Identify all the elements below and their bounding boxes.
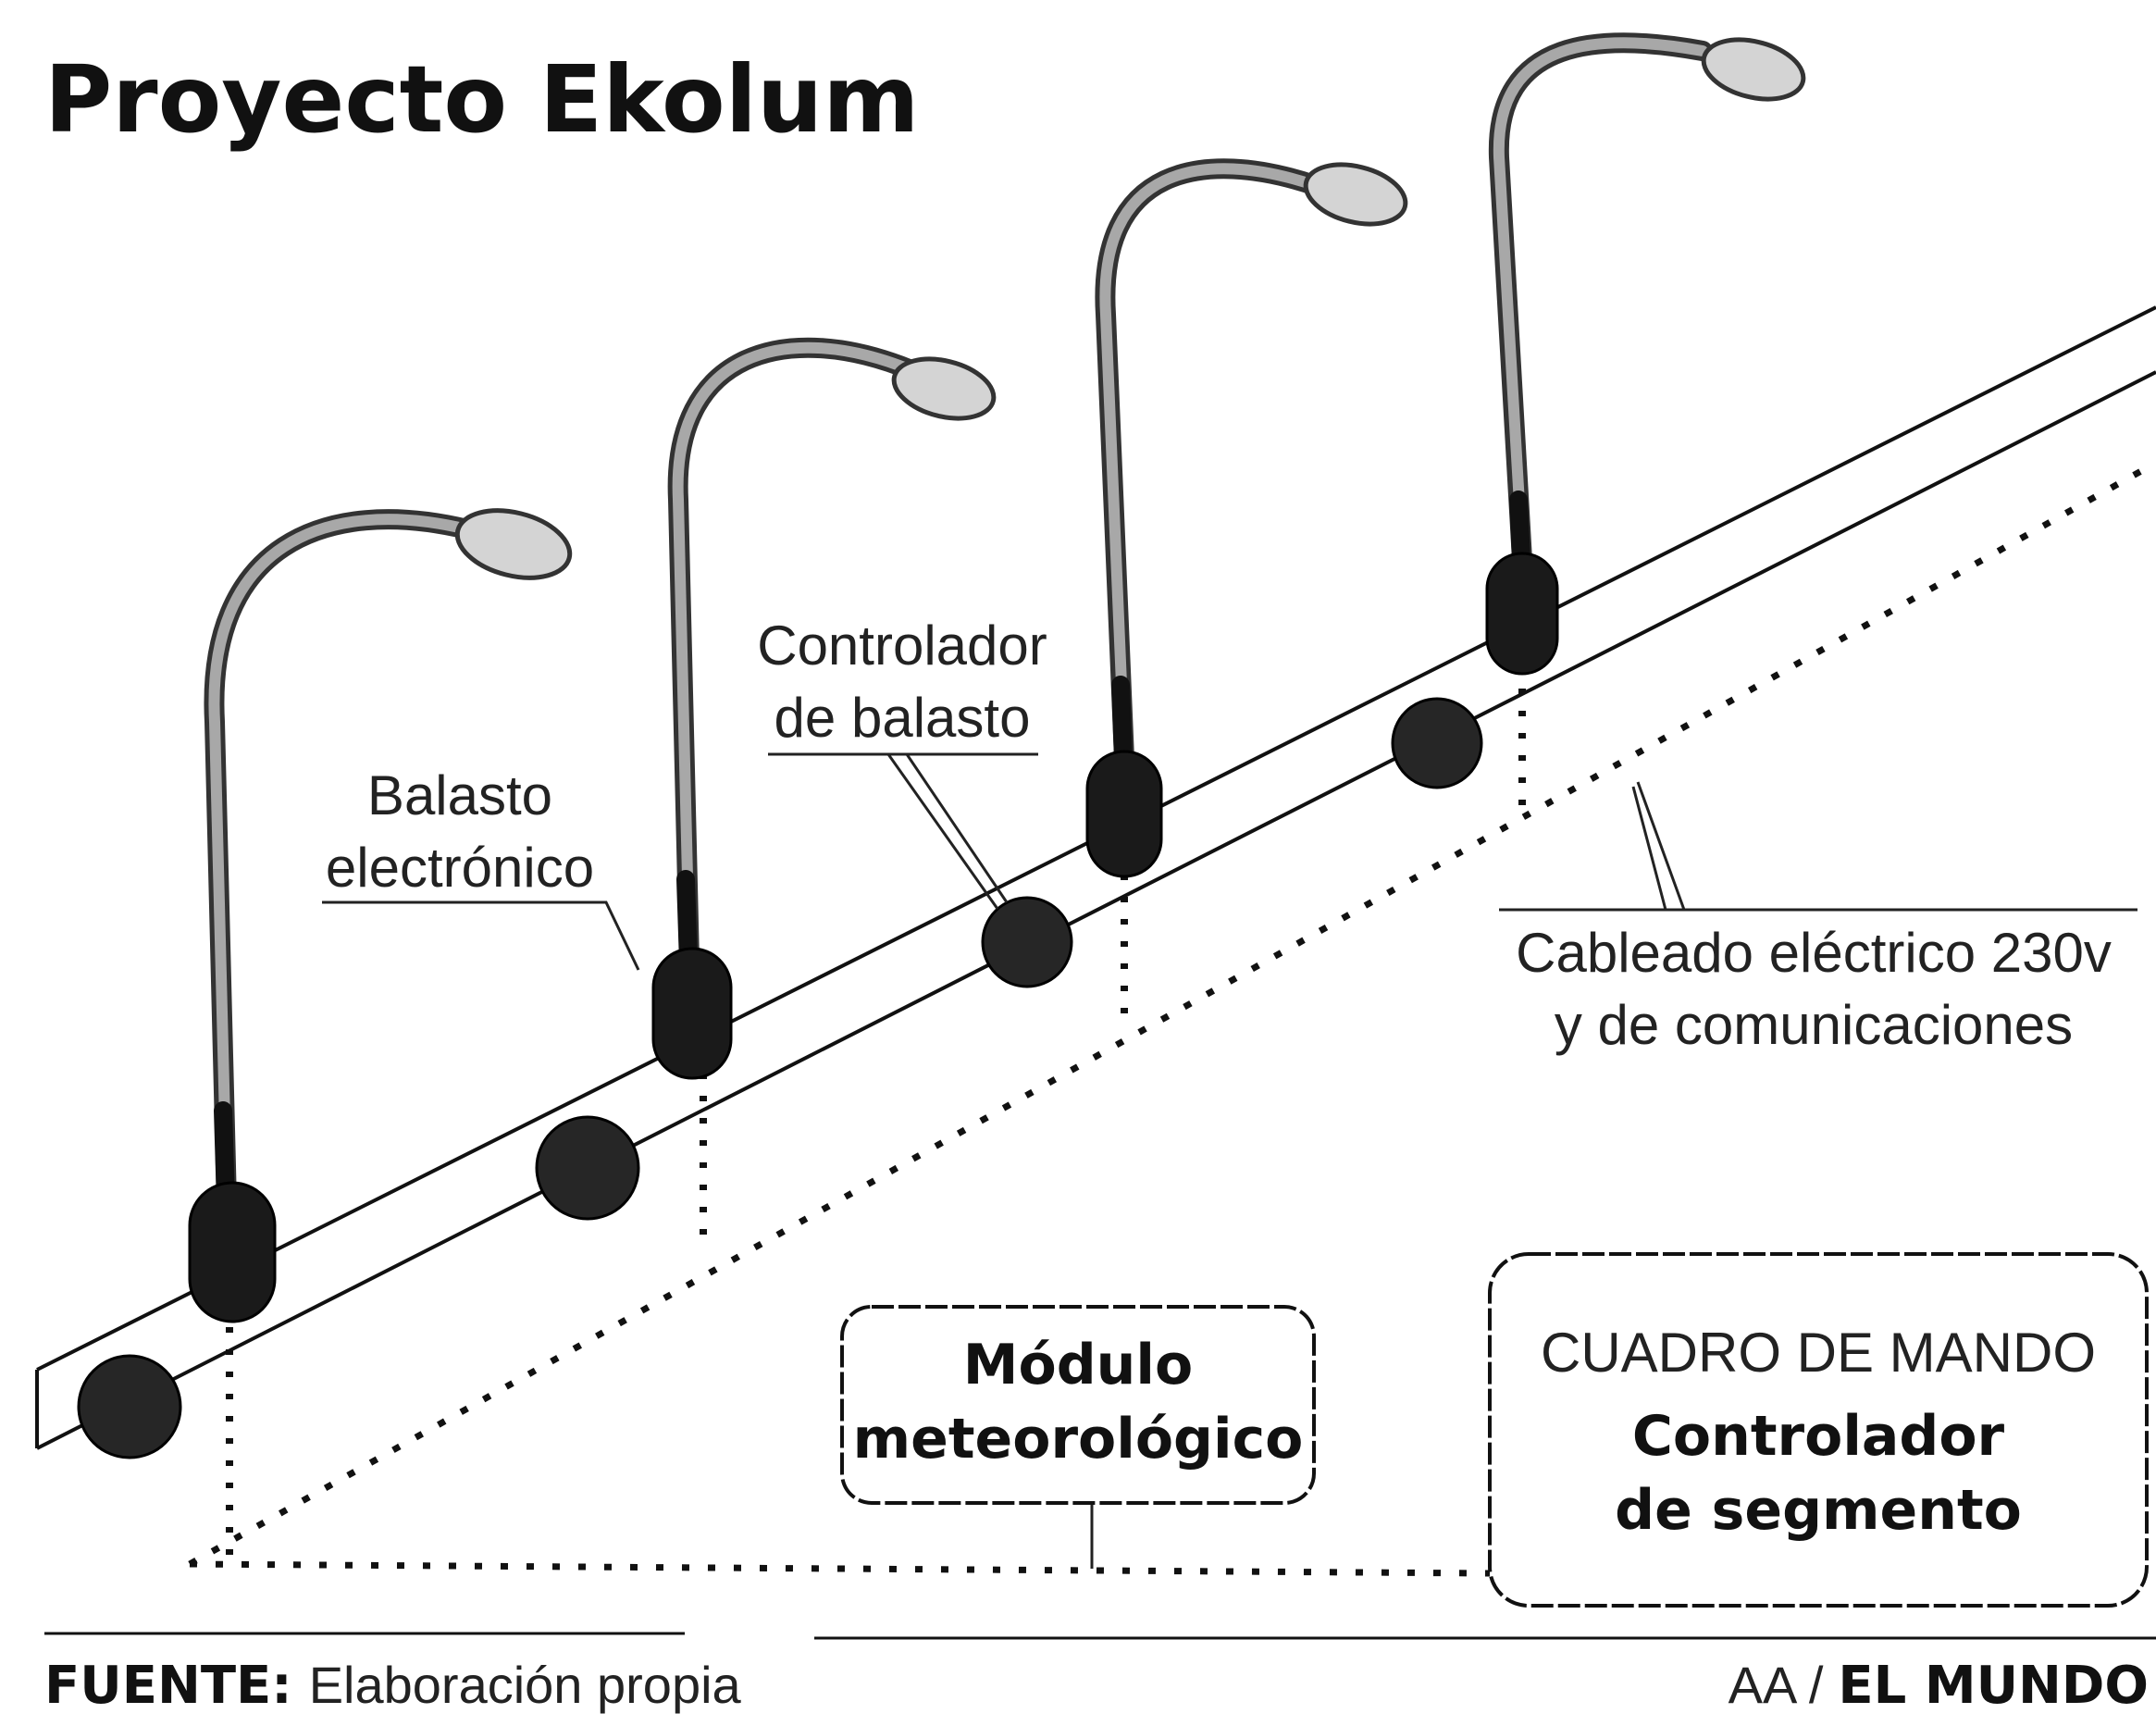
- cuadro-line1: Controlador: [1632, 1404, 2005, 1469]
- streetlamp-icon: [1085, 158, 1408, 878]
- cuadro-line2: de segmento: [1615, 1478, 2022, 1543]
- ballast-icon: [651, 947, 733, 1080]
- streetlamp-icon: [651, 337, 997, 1080]
- balasto-leader-line: [322, 900, 640, 971]
- box-modulo-meteorologico: Módulo meteorológico: [840, 1305, 1316, 1505]
- credit-prefix: AA /: [1729, 1656, 1824, 1714]
- streetlamp-icon: [1485, 32, 1806, 676]
- modulo-line1: Módulo: [963, 1333, 1193, 1397]
- cuadro-box-frame: [1488, 1252, 2149, 1608]
- modulo-line2: meteorológico: [853, 1407, 1304, 1471]
- controller-icon: [1391, 697, 1483, 789]
- cuadro-heading: CUADRO DE MANDO: [1541, 1322, 2096, 1384]
- controlador-label-line2: de balasto: [774, 687, 1031, 749]
- controller-icon: [77, 1354, 182, 1459]
- balasto-controllers: [77, 697, 1483, 1459]
- streetlamp-icon: [188, 508, 573, 1323]
- page-title: Proyecto Ekolum: [44, 45, 919, 154]
- box-cuadro-de-mando: CUADRO DE MANDO Controlador de segmento: [1488, 1252, 2149, 1608]
- source-label: FUENTE:: [44, 1656, 292, 1716]
- source-text: Elaboración propia: [309, 1656, 742, 1714]
- balasto-label-line2: electrónico: [326, 837, 594, 899]
- label-cableado: Cableado eléctrico 230v y de comunicacio…: [1499, 781, 2137, 1056]
- controlador-leader-a: [886, 753, 999, 910]
- balasto-label-line1: Balasto: [367, 764, 552, 826]
- cableado-label-line1: Cableado eléctrico 230v: [1516, 922, 2112, 984]
- ballast-icon: [1485, 552, 1559, 676]
- rail-bottom-edge: [36, 370, 2156, 1450]
- modulo-box-frame: [840, 1305, 1316, 1505]
- credit-brand: EL MUNDO: [1838, 1656, 2149, 1716]
- label-controlador-balasto: Controlador de balasto: [757, 615, 1047, 910]
- ballast-icon: [188, 1181, 277, 1323]
- cableado-leader-a: [1636, 781, 1686, 911]
- footer-credit: AA / EL MUNDO: [1729, 1656, 2149, 1716]
- controller-icon: [535, 1115, 640, 1221]
- wiring: [188, 459, 2156, 1577]
- label-balasto-electronico: Balasto electrónico: [322, 764, 640, 971]
- footer-source: FUENTE: Elaboración propia: [44, 1656, 742, 1716]
- controller-icon: [981, 896, 1073, 988]
- cableado-leader-b: [1631, 786, 1667, 911]
- controlador-leader-b: [905, 753, 1009, 903]
- wiring-bottom: [189, 1560, 1491, 1577]
- ballast-icon: [1085, 750, 1163, 878]
- controlador-label-line1: Controlador: [757, 615, 1047, 677]
- cableado-label-line2: y de comunicaciones: [1555, 994, 2073, 1056]
